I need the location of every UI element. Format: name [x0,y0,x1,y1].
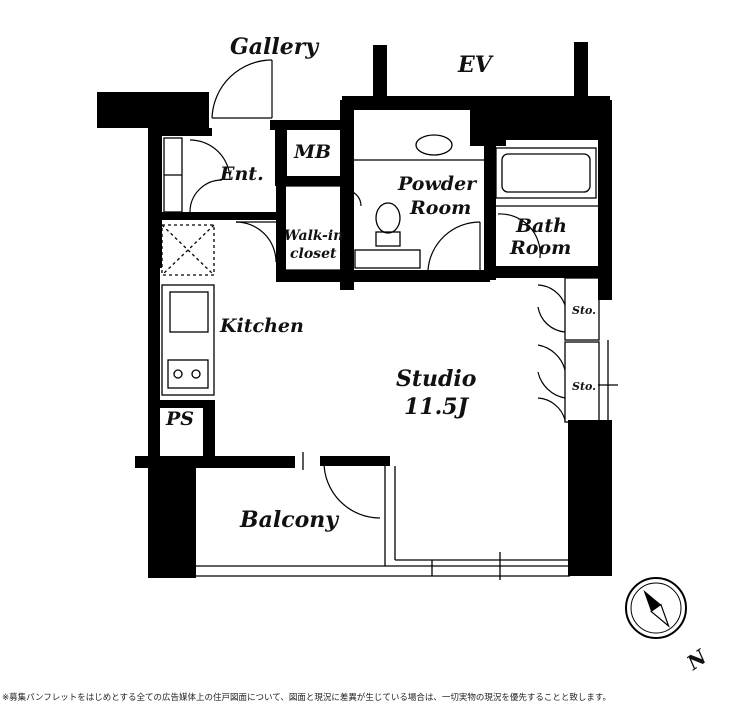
label-ps: PS [165,408,194,430]
label-studio-2: 11.5J [404,394,470,420]
label-walkin-1: Walk-in [284,228,343,244]
label-gallery: Gallery [230,34,320,60]
compass-label: N [682,644,712,675]
label-ent: Ent. [219,163,264,185]
compass-icon: N [625,577,712,675]
label-mb: MB [293,141,331,163]
label-bath-1: Bath [515,215,567,237]
room-labels: Gallery EV Ent. MB Powder Room Bath Room… [165,34,596,533]
label-studio-1: Studio [396,366,476,392]
label-balcony: Balcony [239,507,340,533]
footnote: ※募集パンフレットをはじめとする全ての広告媒体上の住戸図面について、図面と現況に… [2,693,612,703]
doors [189,59,566,519]
label-walkin-2: closet [290,246,337,262]
label-ev: EV [457,52,494,78]
label-bath-2: Room [509,237,571,259]
label-sto-2: Sto. [572,380,596,393]
label-powder-1: Powder [397,173,478,195]
label-kitchen: Kitchen [219,315,304,337]
label-powder-2: Room [409,197,471,219]
floor-plan: Gallery EV Ent. MB Powder Room Bath Room… [97,34,712,675]
thin-lines [161,134,618,580]
walls [97,42,612,578]
label-sto-1: Sto. [572,304,596,317]
